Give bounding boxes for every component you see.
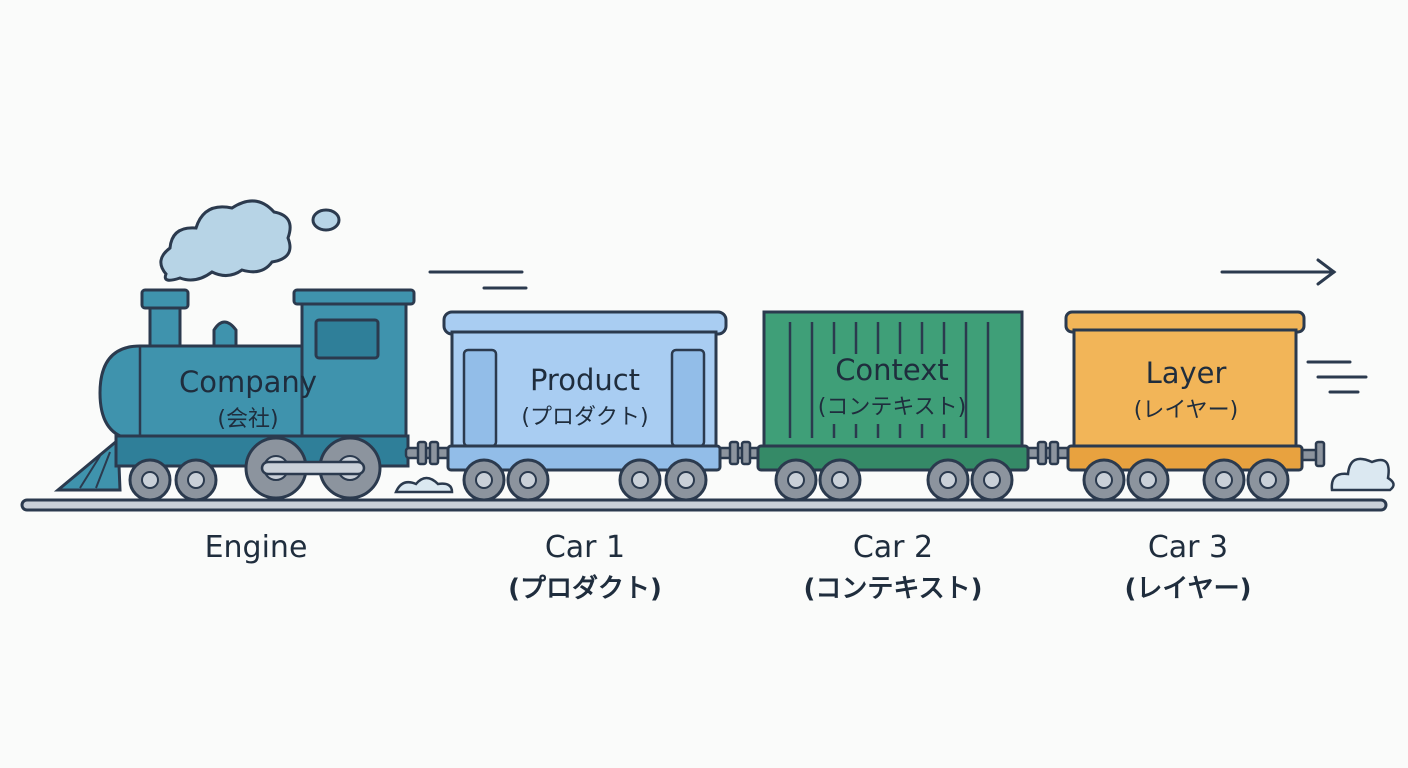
engine-locomotive: Company (会社) bbox=[53, 199, 416, 502]
engine-label: Company bbox=[179, 365, 317, 399]
coupling bbox=[1024, 440, 1072, 466]
coupling bbox=[716, 440, 762, 466]
engine-caption: Engine bbox=[205, 530, 308, 565]
product-label: Product bbox=[530, 363, 640, 397]
rear-speed-lines-icon bbox=[1306, 360, 1368, 394]
cowcatcher bbox=[53, 436, 122, 492]
product-sublabel: (プロダクト) bbox=[521, 405, 648, 430]
rear-dust-cloud-icon bbox=[1330, 457, 1395, 492]
cab-window bbox=[314, 318, 380, 360]
context-wheels bbox=[774, 458, 1014, 502]
speed-lines-icon bbox=[428, 270, 528, 290]
car3-caption-sub: (レイヤー) bbox=[1125, 574, 1252, 604]
car3-caption: Car 3 bbox=[1148, 530, 1228, 565]
coupling bbox=[404, 440, 452, 466]
layer-sublabel: (レイヤー) bbox=[1134, 398, 1239, 423]
layer-label: Layer bbox=[1146, 356, 1227, 390]
context-label: Context bbox=[835, 353, 949, 387]
car1-caption: Car 1 bbox=[545, 530, 625, 565]
rear-buffer bbox=[1298, 440, 1326, 468]
dust-cloud-icon bbox=[394, 476, 454, 494]
car2-caption: Car 2 bbox=[853, 530, 933, 565]
layer-car: Layer (レイヤー) bbox=[1064, 310, 1306, 502]
smoke-puff-icon bbox=[311, 208, 341, 232]
rail-track bbox=[20, 498, 1388, 512]
context-sublabel: (コンテキスト) bbox=[818, 395, 967, 420]
engine-sublabel: (会社) bbox=[217, 407, 278, 432]
product-wheels bbox=[462, 458, 708, 502]
product-car: Product (プロダクト) bbox=[442, 310, 728, 502]
engine-wheels bbox=[128, 436, 382, 502]
car1-caption-sub: (プロダクト) bbox=[508, 573, 662, 604]
context-car: Context (コンテキスト) bbox=[756, 310, 1030, 502]
car2-caption-sub: (コンテキスト) bbox=[804, 574, 983, 604]
smoke-cloud-icon bbox=[159, 199, 292, 282]
direction-arrow-icon bbox=[1220, 258, 1337, 286]
layer-wheels bbox=[1082, 458, 1290, 502]
